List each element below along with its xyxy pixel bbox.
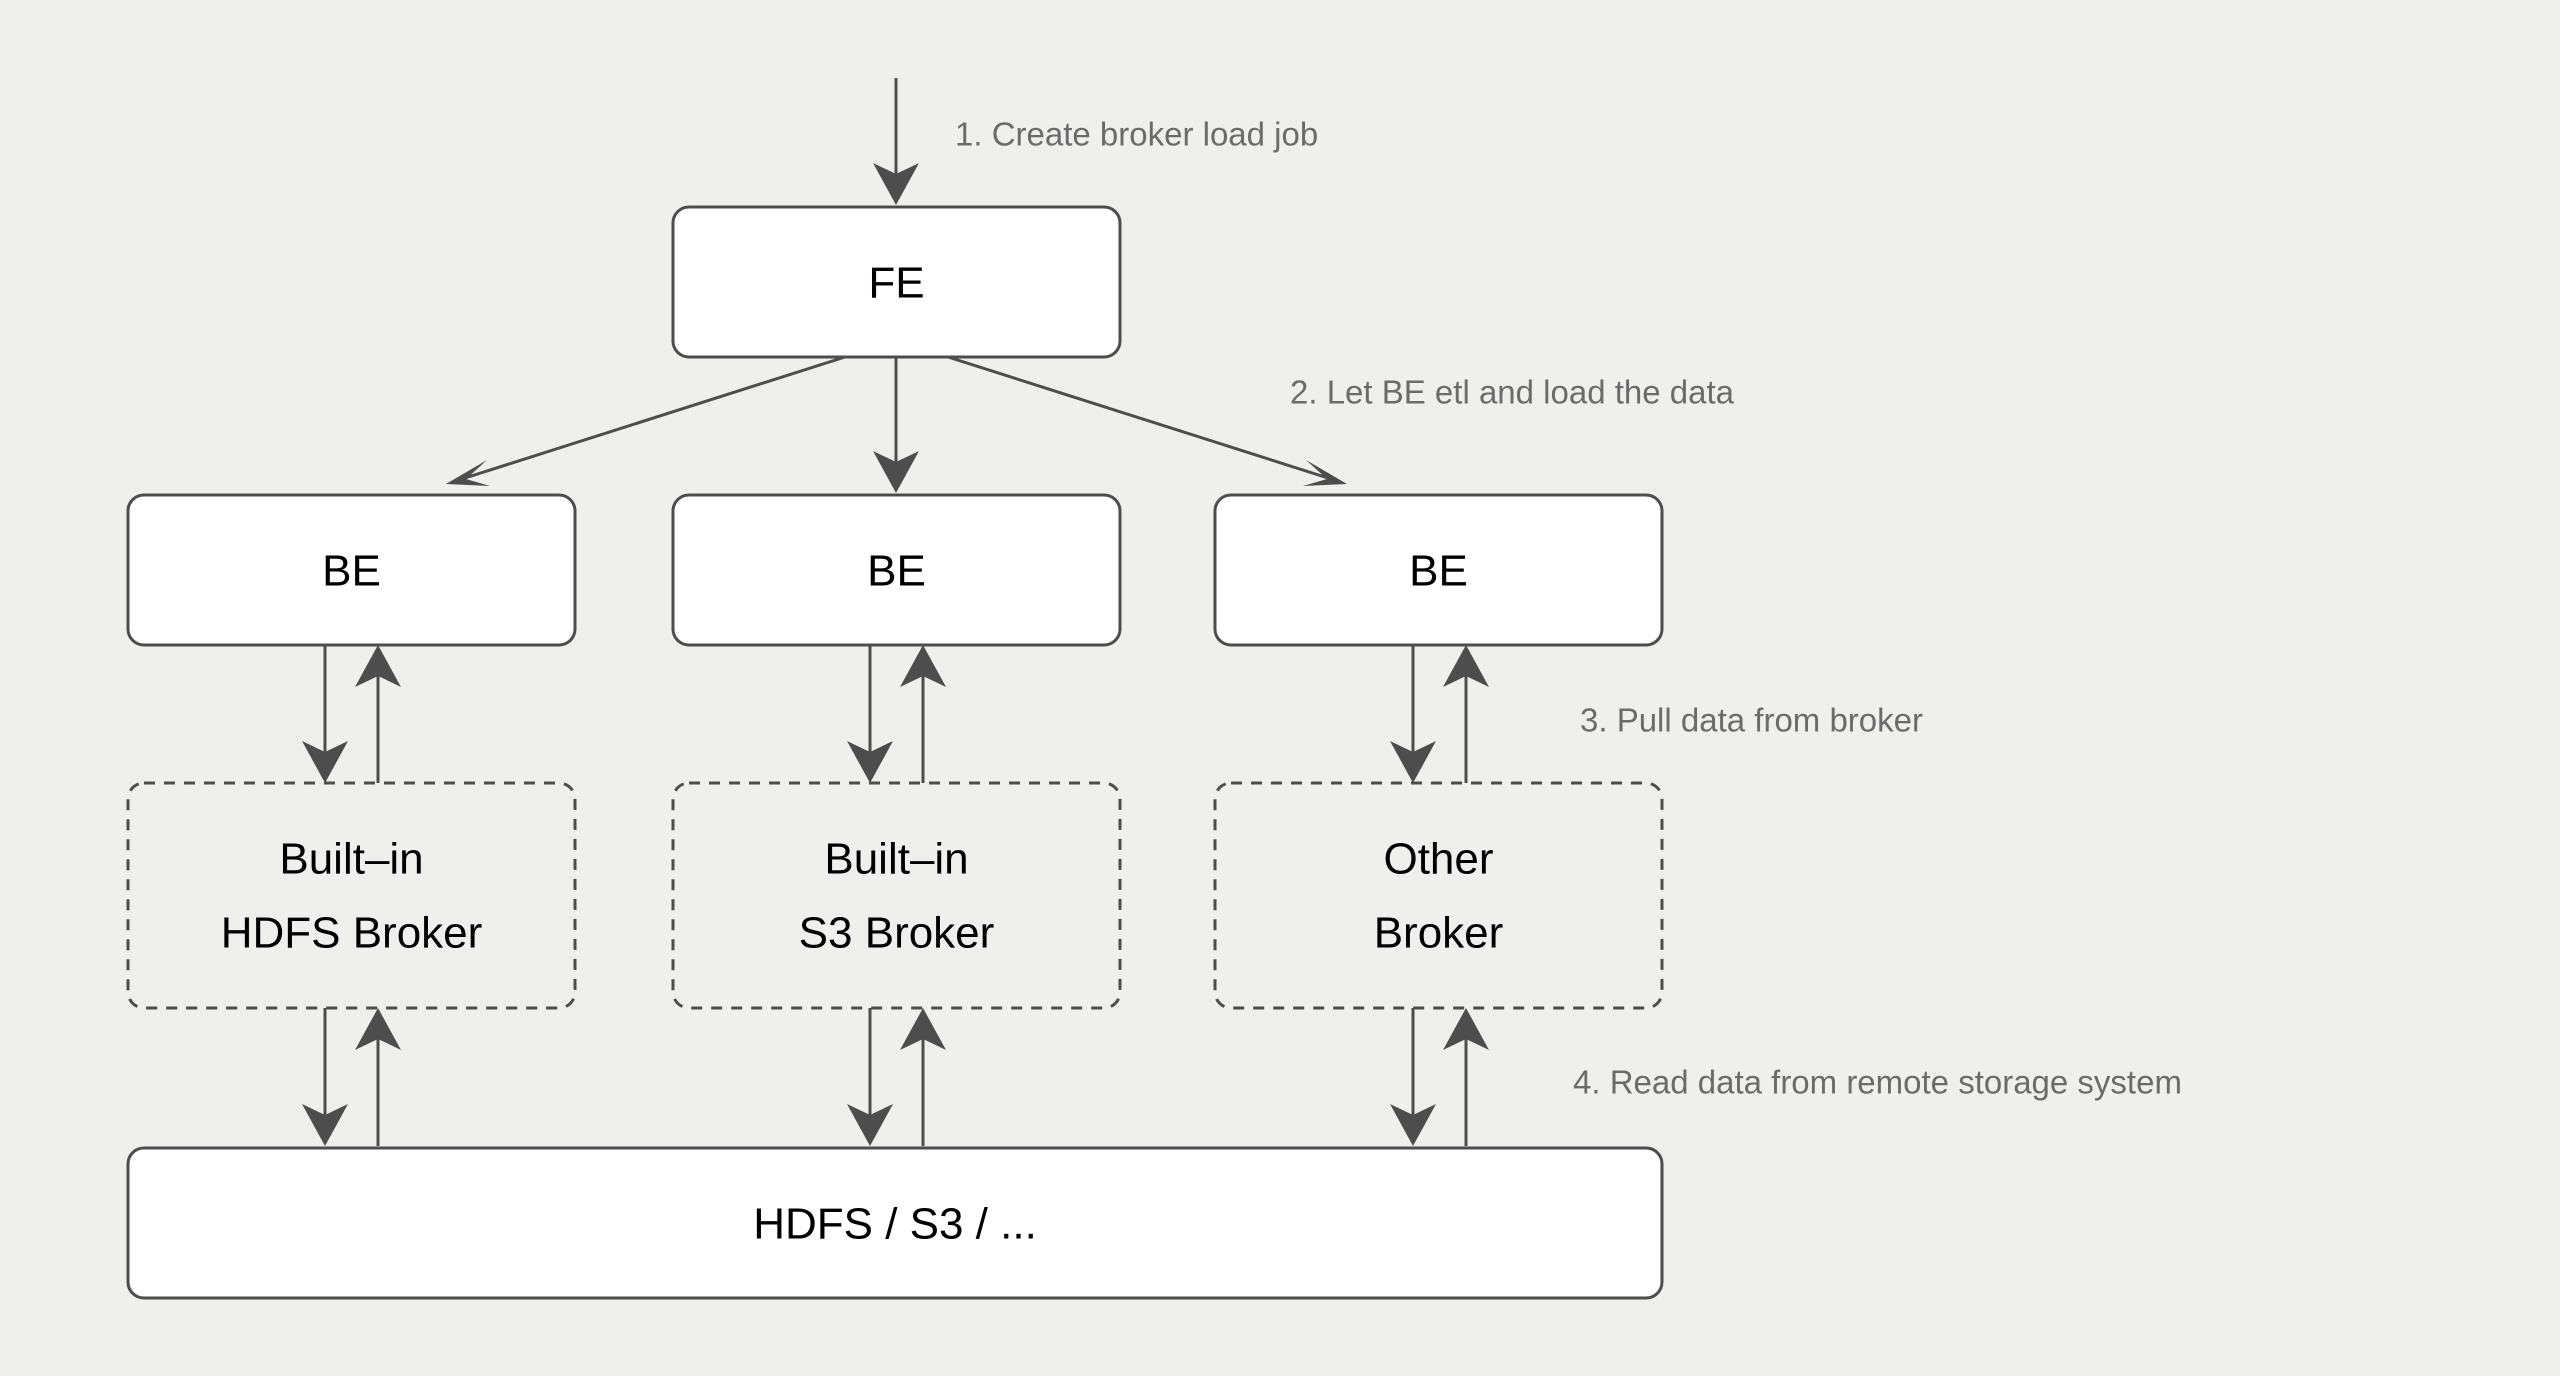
edge-fe-to-be-1 [446,355,846,486]
node-broker-other-box[interactable] [1213,781,1664,1010]
node-broker-other-line2: Broker [1374,909,1504,958]
node-be-3-box[interactable] [1213,493,1664,647]
node-be-1-box[interactable] [126,493,577,647]
arrow-head-up-col2-upper [900,645,946,687]
edge-broker3-to-storage [1390,1008,1436,1146]
step-4-label: 4. Read data from remote storage system [1573,1064,2182,1101]
arrow-head-diag-left [446,460,490,486]
edge-broker2-to-storage [847,1008,893,1146]
arrow-head-up-col3-upper [1443,645,1489,687]
arrow-head-up-col1-upper [355,645,401,687]
node-fe[interactable]: FE [671,205,1122,359]
node-broker-other[interactable]: Other Broker [1213,781,1664,1010]
node-be-1[interactable]: BE [126,493,577,647]
edge-broker3-to-be3 [1443,645,1489,783]
node-broker-hdfs-box[interactable] [126,781,577,1010]
node-broker-hdfs-line2: HDFS Broker [221,909,483,958]
step-2-label: 2. Let BE etl and load the data [1290,374,1735,411]
arrow-head-down-col1-upper [302,741,348,783]
node-be-1-label: BE [322,547,381,596]
arrow-head-up-col1-lower [355,1008,401,1050]
node-broker-hdfs[interactable]: Built–in HDFS Broker [126,781,577,1010]
node-storage-label: HDFS / S3 / ... [753,1200,1037,1249]
edge-entry-to-fe [873,78,919,205]
node-broker-s3-line2: S3 Broker [799,909,995,958]
edge-be3-to-broker3 [1390,645,1436,783]
edge-storage-to-broker2 [900,1008,946,1146]
node-broker-hdfs-line1: Built–in [279,835,423,884]
edge-broker1-to-be1 [355,645,401,783]
edge-broker1-to-storage [302,1008,348,1146]
edge-fe-to-be-3 [947,355,1347,486]
step-3-label: 3. Pull data from broker [1580,702,1923,739]
node-broker-s3-line1: Built–in [824,835,968,884]
node-broker-s3-box[interactable] [671,781,1122,1010]
arrow-head-down-col1-lower [302,1104,348,1146]
arrow-head-down-col2-lower [847,1104,893,1146]
step-1-label: 1. Create broker load job [955,116,1318,153]
edge-broker2-to-be2 [900,645,946,783]
node-broker-other-line1: Other [1383,835,1493,884]
edge-be1-to-broker1 [302,645,348,783]
arrow-head-down-col2-upper [847,741,893,783]
arrow-head-down-col3-upper [1390,741,1436,783]
node-be-3-label: BE [1409,547,1468,596]
node-be-2-box[interactable] [671,493,1122,647]
node-be-2-label: BE [867,547,926,596]
arrow-head-up-col3-lower [1443,1008,1489,1050]
node-fe-label: FE [868,259,924,308]
node-be-3[interactable]: BE [1213,493,1664,647]
node-storage[interactable]: HDFS / S3 / ... [126,1146,1664,1300]
arrow-head-up-col2-lower [900,1008,946,1050]
arrow-head-down-col3-lower [1390,1104,1436,1146]
arrow-head-down-be2 [873,451,919,493]
edge-storage-to-broker1 [355,1008,401,1146]
arrow-head-down-entry [873,163,919,205]
node-storage-box[interactable] [126,1146,1664,1300]
arrow-head-diag-right [1303,460,1347,486]
edge-storage-to-broker3 [1443,1008,1489,1146]
node-broker-s3[interactable]: Built–in S3 Broker [671,781,1122,1010]
node-be-2[interactable]: BE [671,493,1122,647]
edge-fe-to-be-2 [873,357,919,493]
edge-be2-to-broker2 [847,645,893,783]
